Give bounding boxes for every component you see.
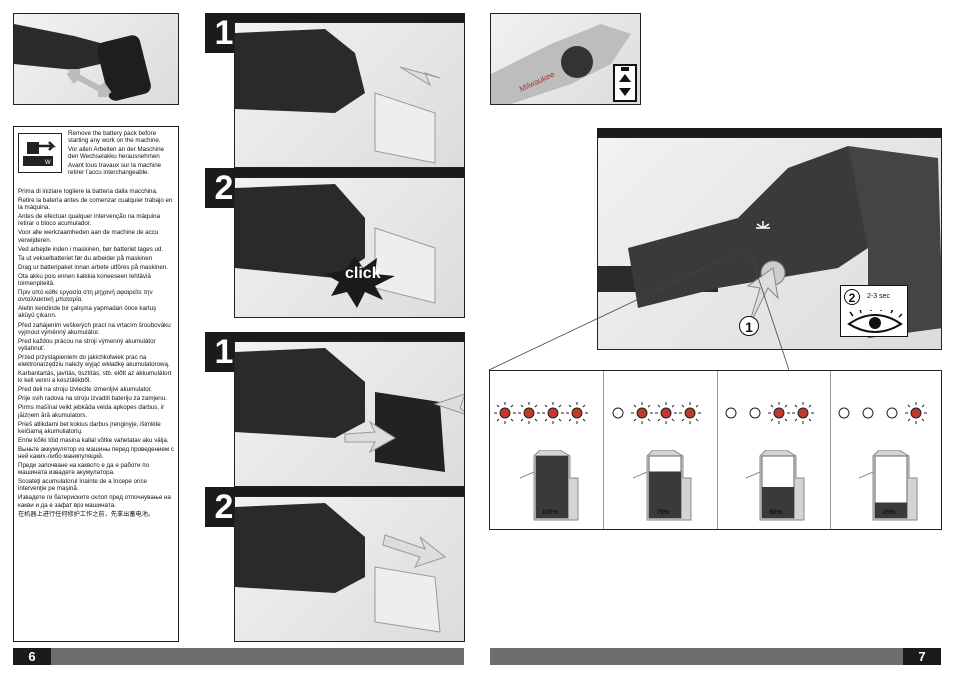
charge-label-25: 25% — [882, 509, 896, 516]
warning-lv: Pirms mašīnai veikt jebkāda veida apkope… — [18, 404, 165, 419]
tool-release-illustration — [235, 348, 464, 472]
led-lit-icon — [542, 402, 564, 424]
led-flash-icon — [756, 221, 770, 229]
step-panel-insert-2: 2 click — [205, 168, 465, 318]
warning-et: Enne kõiki töid masina kallal võtke vahe… — [18, 436, 169, 444]
step-panel-remove-1: 1 — [205, 332, 465, 487]
page-number-left: 6 — [13, 648, 51, 665]
led-lit-icon — [768, 402, 790, 424]
warning-el: Πριν από κάθε εργασία στη μηχανή αφαιρεί… — [18, 289, 153, 304]
tool-top-illustration: Milwaukee — [491, 24, 631, 104]
step-panel-remove-2: 2 — [205, 487, 465, 642]
led-off-icon — [744, 402, 766, 424]
led-off-icon — [720, 402, 742, 424]
led-off-icon — [607, 402, 629, 424]
battery-gauge-50 — [745, 449, 821, 522]
warning-de: Vor allen Arbeiten an der Maschine den W… — [68, 146, 164, 161]
led-lit-icon — [494, 402, 516, 424]
warning-nl: Voor alle werkzaamheden aan de machine d… — [18, 229, 159, 244]
warning-sl: Pred deli na stroju izvlecite izmenljivi… — [18, 386, 153, 394]
warning-cs: Před zahájením veškerých prací na vrtací… — [18, 321, 171, 336]
charge-label-50: 50% — [769, 509, 783, 516]
led-lit-icon — [905, 402, 927, 424]
tool-click-illustration — [235, 184, 436, 308]
callout-connector-lines — [489, 249, 789, 370]
led-row-75 — [607, 402, 701, 424]
warning-pt: Antes de efectuar qualquer intervenção n… — [18, 213, 161, 228]
fuel-gauge-location-image: Milwaukee — [490, 13, 641, 105]
led-row-25 — [833, 402, 927, 424]
warning-bg: Преди започване на каквото е да е работи… — [18, 462, 150, 477]
remove-battery-icon: W — [18, 133, 62, 173]
battery-removal-image — [13, 13, 179, 105]
warning-tr: Aletin kendinde bir çalışma yapmadan önc… — [18, 305, 157, 320]
warning-mk: Извадете ги батериските склоп пред отпоч… — [18, 494, 171, 509]
fuel-gauge-panel: 1 2 2-3 sec — [597, 128, 942, 350]
footer-bar-left: 6 — [13, 648, 464, 665]
led-lit-icon — [631, 402, 653, 424]
warning-sv: Drag ur batteripaket innan arbete utföre… — [18, 263, 168, 271]
battery-level-icon — [613, 64, 637, 102]
warning-ro: Scoateţi acumulatorul înainte de a încep… — [18, 478, 147, 493]
warning-no: Ta ut vekselbatteriet før du arbeider på… — [18, 254, 153, 262]
warning-text-list: Prima di iniziare togliere la batteria d… — [18, 188, 174, 520]
warning-fr: Avant tous travaux sur la machine retire… — [68, 162, 162, 177]
safety-warning-box: W Remove the battery pack before startin… — [13, 126, 179, 642]
warning-hu: Karbantartás, javítás, tisztítás, stb. e… — [18, 370, 172, 385]
led-lit-icon — [679, 402, 701, 424]
warning-pl: Przed przystąpieniem do jakichkolwiek pr… — [18, 353, 170, 368]
duration-label: 2-3 sec — [867, 293, 890, 300]
click-burst-icon — [325, 256, 395, 308]
charge-label-100: 100% — [541, 509, 559, 516]
led-off-icon — [881, 402, 903, 424]
led-off-icon — [833, 402, 855, 424]
eye-icon — [847, 310, 903, 333]
warning-lt: Prieš atlikdami bet kokius darbus įrengi… — [18, 420, 161, 435]
warning-da: Ved arbejde inden i maskinen, bør batter… — [18, 245, 164, 253]
warning-en: Remove the battery pack before starting … — [68, 130, 161, 145]
eye-info-box: 2 2-3 sec — [840, 285, 908, 337]
footer-bar-right: 7 — [490, 648, 941, 665]
click-label: click — [345, 265, 381, 282]
warning-ru: Выньте аккумулятор из машины перед прове… — [18, 445, 174, 460]
led-lit-icon — [792, 402, 814, 424]
warning-sk: Pred každou prácou na stroji výmenný aku… — [18, 337, 156, 352]
charge-label-75: 75% — [656, 509, 670, 516]
warning-it: Prima di iniziare togliere la batteria d… — [18, 188, 158, 195]
warning-fi: Ota akku pois ennen kaikkia koneeseen te… — [18, 272, 151, 288]
callout-1-badge: 1 — [739, 316, 759, 336]
led-row-100 — [494, 402, 588, 424]
led-off-icon — [857, 402, 879, 424]
led-lit-icon — [566, 402, 588, 424]
led-lit-icon — [518, 402, 540, 424]
battery-gauge-100 — [519, 449, 595, 522]
tool-insert-illustration — [235, 29, 441, 164]
warning-hr: Prije svih radova na stroju izvaditi bat… — [18, 395, 167, 403]
battery-gauge-75 — [632, 449, 708, 522]
warning-text-top: Remove the battery pack before starting … — [68, 130, 174, 179]
tool-rear-illustration — [14, 24, 151, 101]
warning-zh: 在机器上进行任何修护工作之前，先拿出蓄电池。 — [18, 510, 155, 518]
callout-2-badge: 2 — [844, 289, 860, 305]
svg-text:W: W — [45, 160, 51, 166]
step-panel-insert-1: 1 — [205, 13, 465, 168]
warning-es: Retire la batería antes de comenzar cual… — [18, 197, 173, 212]
page-number-right: 7 — [903, 648, 941, 665]
led-lit-icon — [655, 402, 677, 424]
battery-gauge-25 — [858, 449, 934, 522]
tool-pull-out-illustration — [235, 503, 447, 633]
led-row-50 — [720, 402, 814, 424]
